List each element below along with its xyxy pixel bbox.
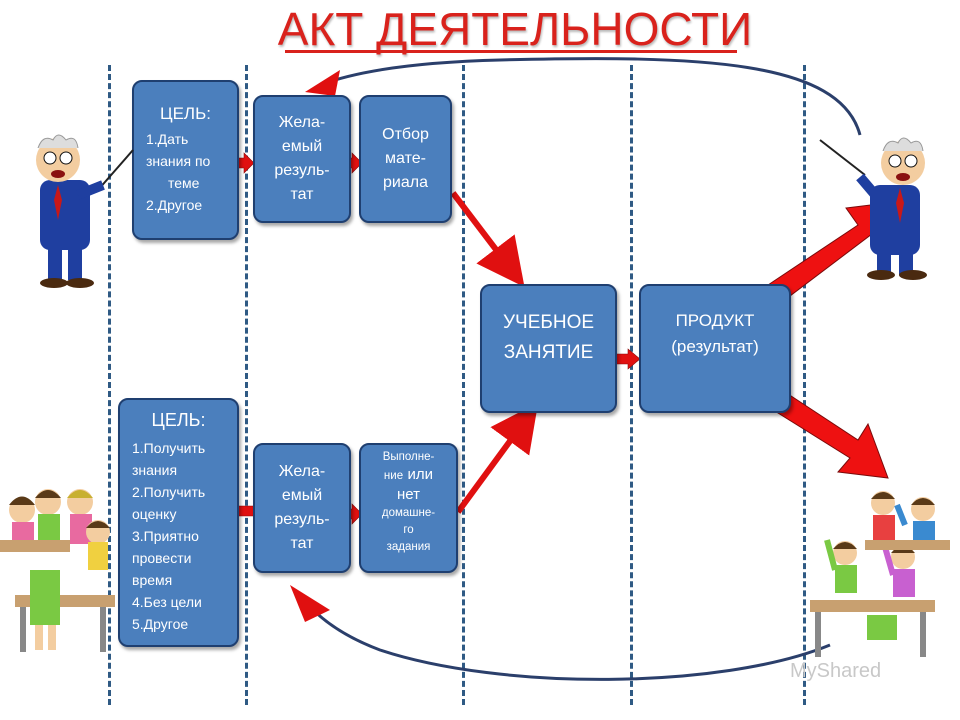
teacher-desired-line: резуль- <box>274 162 330 179</box>
teacher-figure-icon <box>819 137 927 280</box>
homework-line: ние <box>383 470 404 482</box>
lesson-box: УЧЕБНОЕ ЗАНЯТИЕ <box>480 284 617 413</box>
divider-line <box>462 65 465 705</box>
student-goal-item: 3.Приятно <box>132 528 199 544</box>
teacher-desired-line: тат <box>290 186 314 203</box>
student-goal-item: 5.Другое <box>132 616 189 632</box>
student-desired-line: тат <box>290 535 314 552</box>
student-goal-item: провести <box>132 550 192 566</box>
divider-line <box>803 65 806 705</box>
product-line: (результат) <box>671 337 759 356</box>
lesson-line: УЧЕБНОЕ <box>502 312 595 333</box>
teacher-desired-result-box: Жела- емый резуль- тат <box>253 95 351 223</box>
material-selection-line: риала <box>383 174 428 191</box>
student-goal-item: оценку <box>132 506 177 522</box>
student-goal-heading: ЦЕЛЬ: <box>151 410 206 430</box>
homework-line: Выполне- <box>382 451 435 463</box>
student-goal-item: 4.Без цели <box>132 594 202 610</box>
teacher-goal-item: 1.Дать <box>146 131 189 147</box>
title-underline <box>285 50 737 53</box>
homework-line: домашне- <box>381 507 436 519</box>
divider-line <box>630 65 633 705</box>
homework-line: задания <box>386 541 431 553</box>
watermark-text: MyShared <box>790 660 882 682</box>
students-classroom-icon <box>0 489 115 652</box>
teacher-goal-item: теме <box>168 175 200 191</box>
student-desired-line: резуль- <box>274 511 330 528</box>
top-return-arrowhead <box>305 70 340 96</box>
student-goal-item: 2.Получить <box>132 484 206 500</box>
student-goal-box: ЦЕЛЬ: 1.Получить знания 2.Получить оценк… <box>118 398 239 647</box>
bottom-return-arrowhead <box>290 585 330 622</box>
homework-not: нет <box>397 486 420 503</box>
material-selection-box: Отбор мате- риала <box>359 95 452 223</box>
student-goal-item: 1.Получить <box>132 440 206 456</box>
student-desired-line: Жела- <box>278 463 326 480</box>
material-selection-line: мате- <box>385 150 426 167</box>
teacher-desired-line: Жела- <box>278 114 326 131</box>
product-line: ПРОДУКТ <box>675 311 755 330</box>
student-desired-line: емый <box>281 487 323 504</box>
teacher-goal-heading: ЦЕЛЬ: <box>160 104 211 123</box>
students-classroom-icon <box>810 491 950 657</box>
material-selection-line: Отбор <box>382 126 429 143</box>
homework-to-lesson-arrow <box>455 402 539 514</box>
teacher-goal-item: знания по <box>146 153 211 169</box>
divider-line <box>108 65 111 705</box>
divider-line <box>245 65 248 705</box>
teacher-figure-icon <box>36 134 134 288</box>
bottom-return-curve <box>298 594 831 681</box>
student-goal-item: знания <box>132 462 178 478</box>
student-desired-result-box: Жела- емый резуль- тат <box>253 443 351 573</box>
product-box: ПРОДУКТ (результат) <box>639 284 791 413</box>
selection-to-lesson-arrow <box>450 191 525 288</box>
student-goal-item: время <box>132 572 173 588</box>
homework-line: го <box>403 524 414 536</box>
homework-box: Выполне- ние или нет домашне- го задания <box>359 443 458 573</box>
teacher-goal-box: ЦЕЛЬ: 1.Дать знания по теме 2.Другое <box>132 80 239 240</box>
teacher-desired-line: емый <box>281 138 323 155</box>
page-title: АКТ ДЕЯТЕЛЬНОСТИ <box>277 3 753 55</box>
homework-or: или <box>407 466 434 483</box>
lesson-line: ЗАНЯТИЕ <box>503 342 594 363</box>
teacher-goal-item: 2.Другое <box>146 197 203 213</box>
top-return-curve <box>319 57 862 136</box>
product-to-students-arrow <box>769 389 889 479</box>
